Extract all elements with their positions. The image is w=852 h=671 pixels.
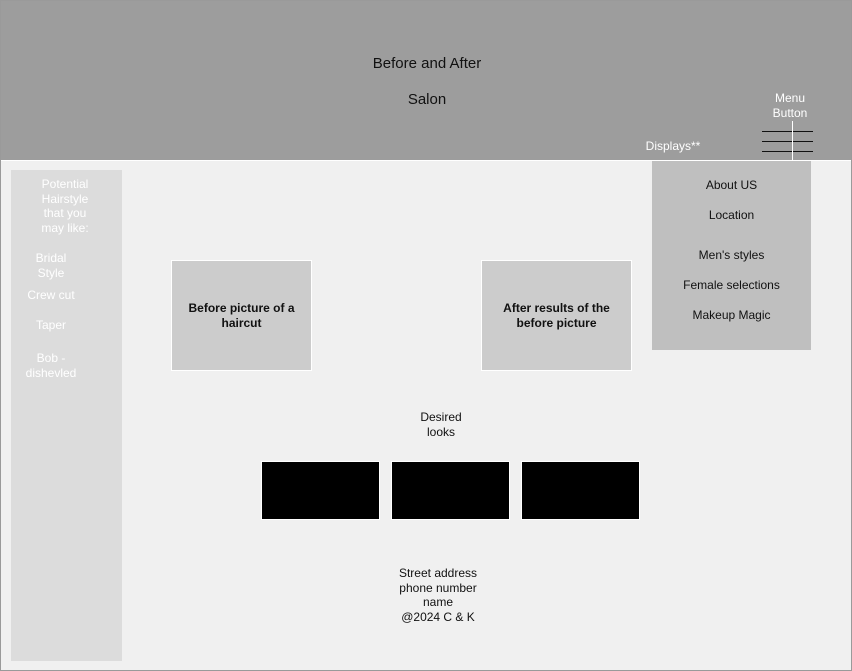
footer-phone: phone number xyxy=(399,580,477,595)
desired-look-thumbnail[interactable] xyxy=(261,461,380,520)
menu-item-about-us[interactable]: About US xyxy=(705,178,758,192)
footer-copyright: @2024 C & K xyxy=(401,609,475,624)
footer: Street address phone number name @2024 C… xyxy=(378,566,498,624)
after-photo: After results of the before picture xyxy=(481,260,632,371)
header: Before and After Salon Menu Button Displ… xyxy=(1,1,851,161)
menu-button-label: Menu Button xyxy=(772,91,808,120)
sidebar-item-taper[interactable]: Taper xyxy=(35,318,67,332)
footer-address: Street address xyxy=(398,566,478,580)
site-subtitle: Salon xyxy=(407,91,447,108)
desired-looks-heading: Desired looks xyxy=(420,410,462,439)
before-photo: Before picture of a haircut xyxy=(171,260,312,371)
sidebar-item-bridal-style[interactable]: Bridal Style xyxy=(35,251,67,280)
menu-item-female-selections[interactable]: Female selections xyxy=(683,278,780,292)
displays-label: Displays** xyxy=(645,139,701,153)
after-photo-label: After results of the before picture xyxy=(503,300,610,330)
desired-look-thumbnail[interactable] xyxy=(391,461,510,520)
sidebar-item-bob-dishevled[interactable]: Bob - dishevled xyxy=(25,351,77,380)
sidebar: Potential Hairstyle that you may like: B… xyxy=(11,170,122,661)
menu-button[interactable] xyxy=(762,121,813,161)
sidebar-heading: Potential Hairstyle that you may like: xyxy=(41,177,89,235)
site-title: Before and After xyxy=(372,55,482,72)
menu-item-makeup-magic[interactable]: Makeup Magic xyxy=(692,308,771,322)
desired-look-thumbnail[interactable] xyxy=(521,461,640,520)
before-photo-label: Before picture of a haircut xyxy=(188,300,295,330)
menu-dropdown: About US Location Men's styles Female se… xyxy=(652,161,811,350)
menu-item-mens-styles[interactable]: Men's styles xyxy=(698,248,765,262)
menu-item-location[interactable]: Location xyxy=(708,208,755,222)
sidebar-item-crew-cut[interactable]: Crew cut xyxy=(27,288,75,302)
footer-name: name xyxy=(422,595,454,609)
